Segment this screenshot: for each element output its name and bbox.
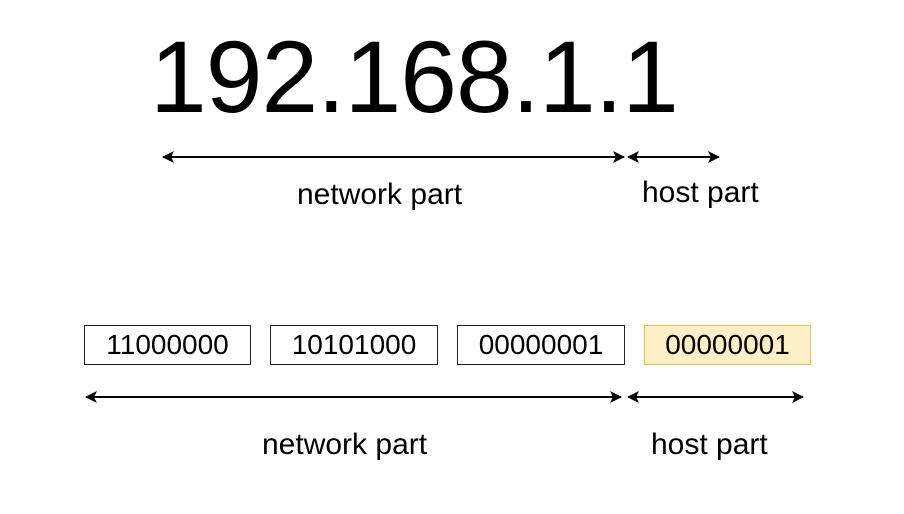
ip-address-text: 192.168.1.1: [150, 20, 679, 134]
top-network-label: network part: [297, 178, 463, 211]
ip-address-title-row: 192.168.1.1: [0, 22, 904, 132]
top-host-label: host part: [642, 176, 759, 209]
bottom-host-label: host part: [651, 428, 768, 461]
octet-box-4-host: 00000001: [644, 325, 811, 365]
octet-box-2: 10101000: [270, 325, 438, 365]
octet-box-3: 00000001: [457, 325, 625, 365]
bottom-network-label: network part: [262, 428, 428, 461]
octet-box-1: 11000000: [84, 325, 251, 365]
